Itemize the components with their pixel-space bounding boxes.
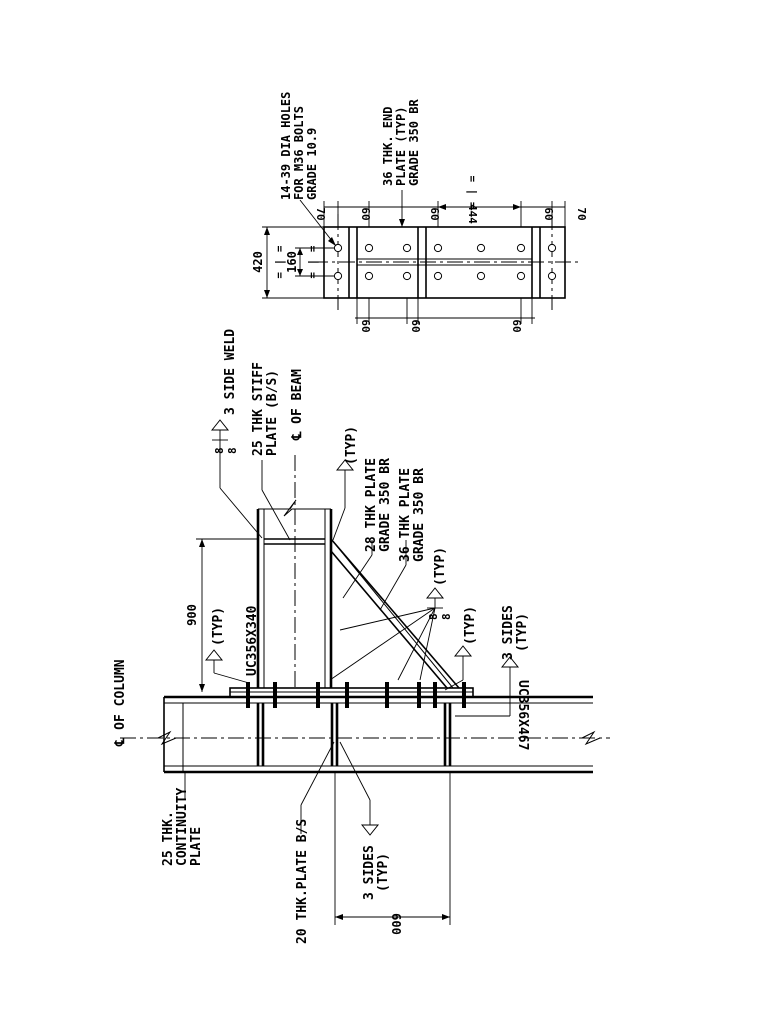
three-sides-typ-label-lower: 3 SIDES (TYP): [362, 845, 391, 900]
top-dim-70-left: 70: [314, 207, 327, 220]
svg-text:GRADE 350 BR: GRADE 350 BR: [378, 458, 393, 552]
three-side-weld-label: 3 SIDE WELD: [223, 329, 238, 415]
svg-text:FOR M36 BOLTS: FOR M36 BOLTS: [292, 106, 306, 200]
bolt-holes: [333, 243, 557, 281]
svg-text:36 THK PLATE: 36 THK PLATE: [398, 468, 413, 562]
end-plate-detail: 420 160 = | = = | = 70 60 60 444 = | = 6…: [251, 92, 588, 333]
svg-text:3 SIDES: 3 SIDES: [501, 605, 516, 660]
top-eq-mark: = | =: [466, 175, 479, 208]
typ-label-top: (TYP): [344, 426, 359, 465]
haunch: [330, 538, 460, 689]
holes-leader: [299, 199, 337, 247]
top-dim-444: 444: [466, 204, 479, 224]
weld-size-d: 8: [440, 613, 453, 620]
svg-text:(TYP): (TYP): [515, 613, 530, 652]
labels: ℄ OF COLUMN ℄ OF BEAM 3 SIDE WELD 8 8 25…: [113, 329, 530, 944]
bottom-dim-60-c: 60: [510, 319, 523, 332]
top-dim-60-c: 60: [542, 207, 555, 220]
svg-text:GRADE 10.9: GRADE 10.9: [305, 128, 319, 200]
end-plate: [229, 687, 474, 698]
continuity-plate-label: 25 THK. CONTINUITY PLATE: [161, 788, 204, 866]
svg-text:CONTINUITY: CONTINUITY: [175, 788, 190, 866]
top-dim-70-right: 70: [575, 207, 588, 220]
dim-600: 600: [334, 772, 451, 935]
svg-text:3 SIDES: 3 SIDES: [362, 845, 377, 900]
dim-160: 160: [285, 251, 299, 273]
eq-mark-160-a: = | =: [273, 245, 286, 278]
plate-36-label: 36 THK PLATE GRADE 350 BR: [398, 468, 427, 562]
top-dim-60-a: 60: [359, 207, 372, 220]
svg-text:GRADE 350 BR: GRADE 350 BR: [412, 468, 427, 562]
column-section-label: UC356X467: [515, 680, 530, 750]
svg-text:(TYP): (TYP): [376, 853, 391, 892]
plate-20-label: 20 THK.PLATE B/S: [295, 819, 310, 944]
weld-size-b: 8: [226, 447, 239, 454]
svg-text:900: 900: [185, 604, 199, 626]
three-sides-typ-label-upper: 3 SIDES (TYP): [501, 605, 530, 660]
dim-900: 900: [185, 538, 258, 692]
svg-text:GRADE 350 BR: GRADE 350 BR: [407, 99, 421, 186]
leaders: [184, 430, 511, 834]
column-centerline-label: ℄ OF COLUMN: [113, 659, 128, 747]
weld-symbols: [204, 419, 520, 836]
beam-section-label: UC356X340: [245, 605, 260, 676]
svg-text:25 THK.: 25 THK.: [161, 811, 176, 866]
svg-text:28 THK PLATE: 28 THK PLATE: [364, 458, 379, 552]
column: [120, 695, 610, 774]
svg-text:PLATE (TYP): PLATE (TYP): [394, 107, 408, 186]
stiff-plate-label: 25 THK STIFF PLATE (B/S): [251, 362, 280, 456]
eq-mark-160-b: = | =: [306, 245, 319, 278]
beam-centerline-label: ℄ OF BEAM: [290, 369, 305, 441]
plate-28-label: 28 THK PLATE GRADE 350 BR: [364, 458, 393, 552]
svg-text:PLATE (B/S): PLATE (B/S): [265, 370, 280, 456]
bolts: [246, 682, 466, 708]
typ-label-right: (TYP): [463, 606, 478, 645]
dim-420: 420: [251, 251, 265, 273]
svg-text:600: 600: [389, 913, 403, 935]
typ-label-left: (TYP): [211, 607, 226, 646]
svg-text:36 THK. END: 36 THK. END: [381, 107, 395, 186]
svg-text:PLATE: PLATE: [189, 827, 204, 866]
holes-note: 14-39 DIA HOLES FOR M36 BOLTS GRADE 10.9: [279, 92, 319, 200]
beam: [256, 455, 333, 690]
bottom-dim-60-a: 60: [359, 319, 372, 332]
typ-label-mid: (TYP): [433, 547, 448, 586]
end-plate-note: 36 THK. END PLATE (TYP) GRADE 350 BR: [381, 99, 421, 186]
bottom-dim-60-b: 60: [409, 319, 422, 332]
svg-text:14-39 DIA HOLES: 14-39 DIA HOLES: [279, 92, 293, 200]
main-elevation: 900 600: [113, 329, 610, 944]
top-dim-60-b: 60: [428, 207, 441, 220]
weld-size-a: 8: [213, 447, 226, 454]
svg-text:25 THK STIFF: 25 THK STIFF: [251, 362, 266, 456]
weld-size-c: 8: [427, 613, 440, 620]
continuity-plates: [182, 703, 452, 772]
